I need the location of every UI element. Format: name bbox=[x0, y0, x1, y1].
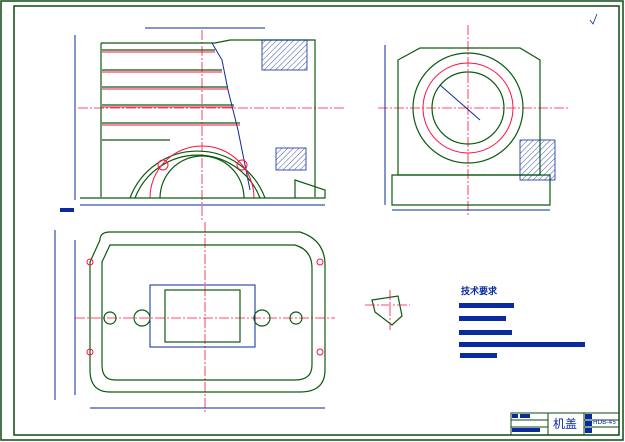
part-name: 机盖 bbox=[553, 417, 578, 431]
side-view bbox=[378, 25, 570, 215]
inner-frame bbox=[13, 5, 620, 436]
title-block bbox=[510, 412, 620, 436]
front-view bbox=[60, 27, 345, 220]
roughness-symbol bbox=[589, 13, 598, 25]
top-view bbox=[54, 222, 335, 412]
tech-requirements-lines bbox=[459, 303, 585, 358]
drawing-number: HDB-45 bbox=[593, 419, 617, 426]
tech-requirements-title: 技术要求 bbox=[461, 287, 498, 297]
detail-view bbox=[365, 290, 410, 330]
